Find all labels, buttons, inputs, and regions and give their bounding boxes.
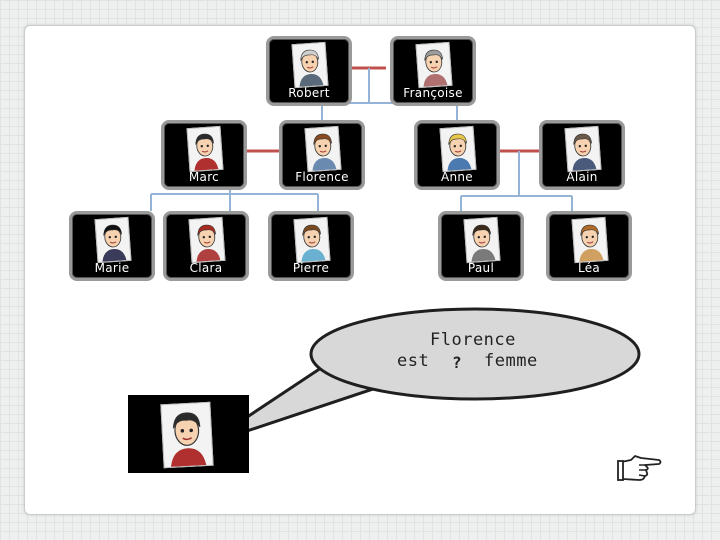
- portrait-icon: [415, 41, 453, 89]
- person-card-marc[interactable]: Marc: [161, 120, 247, 190]
- portrait-icon: [94, 216, 132, 264]
- person-name: Clara: [189, 261, 223, 275]
- person-card-marie[interactable]: Marie: [69, 211, 155, 281]
- person-card-florence[interactable]: Florence: [279, 120, 365, 190]
- pointing-hand-icon[interactable]: [617, 452, 663, 484]
- speech-bubble: [309, 307, 641, 401]
- person-card-anne[interactable]: Anne: [414, 120, 500, 190]
- bubble-noun: femme: [484, 351, 538, 371]
- person-card-paul[interactable]: Paul: [438, 211, 524, 281]
- person-card-francoise[interactable]: Françoise: [390, 36, 476, 106]
- bubble-verb: est: [397, 351, 430, 371]
- portrait-icon: [188, 216, 226, 264]
- bubble-blank-mark: ?: [452, 353, 463, 372]
- speech-bubble-tail-join: [330, 359, 382, 389]
- person-name: Anne: [440, 170, 473, 184]
- person-name: Françoise: [403, 86, 463, 100]
- person-card-alain[interactable]: Alain: [539, 120, 625, 190]
- portrait-icon: [463, 216, 501, 264]
- person-card-lea[interactable]: Léa: [546, 211, 632, 281]
- portrait-icon: [439, 125, 477, 173]
- speaker-portrait: [128, 395, 249, 473]
- portrait-icon: [293, 216, 331, 264]
- portrait-icon: [564, 125, 602, 173]
- person-name: Léa: [577, 261, 601, 275]
- person-card-robert[interactable]: Robert: [266, 36, 352, 106]
- speaker-face-icon: [160, 401, 214, 469]
- portrait-icon: [291, 41, 329, 89]
- person-name: Robert: [288, 86, 330, 100]
- person-name: Alain: [566, 170, 598, 184]
- bubble-subject: Florence: [430, 330, 516, 350]
- portrait-icon: [571, 216, 609, 264]
- portrait-icon: [186, 125, 224, 173]
- person-name: Paul: [467, 261, 495, 275]
- person-name: Marie: [94, 261, 130, 275]
- person-name: Pierre: [292, 261, 330, 275]
- portrait-icon: [304, 125, 342, 173]
- person-name: Marc: [188, 170, 220, 184]
- person-name: Florence: [295, 170, 349, 184]
- person-card-pierre[interactable]: Pierre: [268, 211, 354, 281]
- person-card-clara[interactable]: Clara: [163, 211, 249, 281]
